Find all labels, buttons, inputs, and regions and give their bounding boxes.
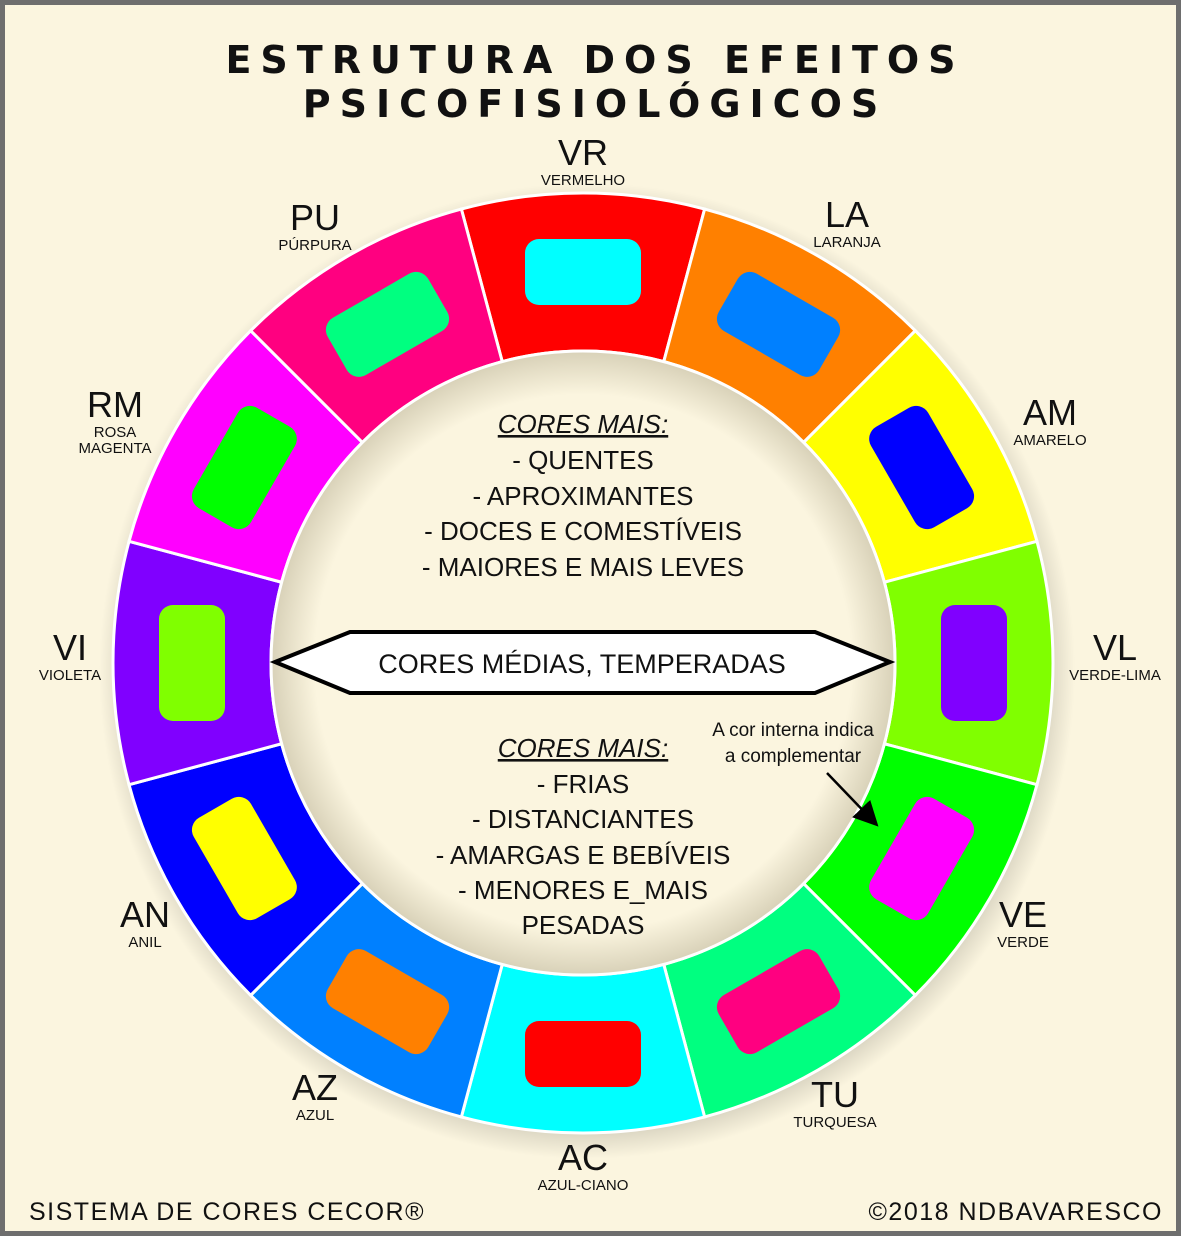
cool-heading: CORES MAIS: <box>498 733 668 763</box>
note-arrow <box>826 772 879 827</box>
label-name-vi: VIOLETA <box>39 667 101 684</box>
warm-item-3: - DOCES E COMESTÍVEIS <box>424 516 742 546</box>
swatch-az <box>325 949 450 1055</box>
label-abbr-vi: VI <box>53 627 87 668</box>
title-line-2: PSICOFISIOLÓGICOS <box>303 82 888 126</box>
middle-band-text: CORES MÉDIAS, TEMPERADAS <box>378 649 786 679</box>
swatch-vl <box>941 605 1007 721</box>
title-line-1: ESTRUTURA DOS EFEITOS <box>225 38 964 82</box>
label-abbr-vl: VL <box>1093 627 1137 668</box>
warm-item-2: - APROXIMANTES <box>472 481 693 511</box>
swatch-ve <box>869 796 975 921</box>
cool-item-5: PESADAS <box>522 910 645 940</box>
label-abbr-vr: VR <box>558 132 608 173</box>
label-abbr-an: AN <box>120 894 170 935</box>
swatch-vi <box>159 605 225 721</box>
label-name-az: AZUL <box>296 1107 334 1124</box>
label-abbr-tu: TU <box>811 1074 859 1115</box>
label-name-ve: VERDE <box>997 934 1049 951</box>
footer-left: SISTEMA DE CORES CECOR® <box>29 1198 425 1226</box>
swatch-rm <box>191 405 297 530</box>
swatch-ac <box>525 1021 641 1087</box>
label-abbr-az: AZ <box>292 1067 338 1108</box>
warm-item-1: - QUENTES <box>512 445 654 475</box>
label-abbr-pu: PU <box>290 197 340 238</box>
label-name-an: ANIL <box>128 934 161 951</box>
swatch-an <box>191 796 297 921</box>
swatch-la <box>716 271 841 377</box>
label-name-am: AMARELO <box>1013 432 1086 449</box>
middle-band-shape <box>269 630 896 695</box>
label-abbr-la: LA <box>825 194 869 235</box>
label-abbr-am: AM <box>1023 392 1077 433</box>
label-name-rm: MAGENTA <box>78 440 151 457</box>
swatch-am <box>869 405 975 530</box>
swatch-vr <box>525 239 641 305</box>
label-abbr-ve: VE <box>999 894 1047 935</box>
footer-right: ©2018 NDBAVARESCO <box>869 1198 1163 1226</box>
warm-item-4: - MAIORES E MAIS LEVES <box>422 552 744 582</box>
swatch-pu <box>325 271 450 377</box>
label-name-la: LARANJA <box>813 234 881 251</box>
label-name-tu: TURQUESA <box>793 1114 876 1131</box>
color-wheel-diagram: ESTRUTURA DOS EFEITOS PSICOFISIOLÓGICOS … <box>29 38 1163 1226</box>
note-line-1: A cor interna indica <box>712 720 874 741</box>
cool-item-3: - AMARGAS E BEBÍVEIS <box>436 840 731 870</box>
label-abbr-rm: RM <box>87 384 143 425</box>
label-name-pu: PÚRPURA <box>278 237 351 254</box>
note-line-2: a complementar <box>725 746 862 767</box>
cool-item-1: - FRIAS <box>537 769 629 799</box>
label-name-ac: AZUL-CIANO <box>538 1177 629 1194</box>
label-name-vl: VERDE-LIMA <box>1069 667 1161 684</box>
swatch-tu <box>716 949 841 1055</box>
label-abbr-ac: AC <box>558 1137 608 1178</box>
warm-heading: CORES MAIS: <box>498 409 668 439</box>
cool-item-2: - DISTANCIANTES <box>472 804 694 834</box>
label-name-vr: VERMELHO <box>541 172 625 189</box>
cool-item-4: - MENORES E_MAIS <box>458 875 708 905</box>
complement-swatches <box>159 239 1007 1087</box>
label-name-rm: ROSA <box>94 424 137 441</box>
